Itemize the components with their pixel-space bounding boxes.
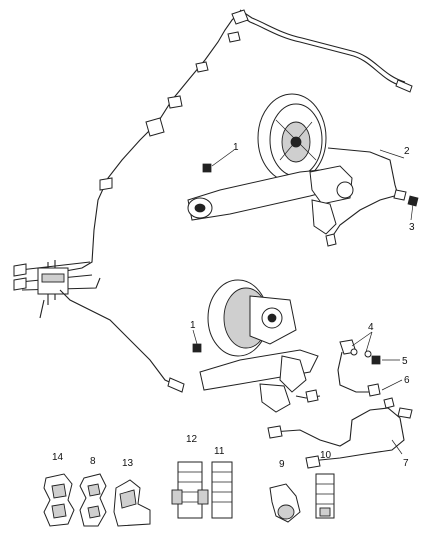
clip-10 <box>315 473 335 519</box>
lower-axle-assembly <box>192 279 395 413</box>
callout-6: 6 <box>404 375 410 386</box>
callout-10: 10 <box>320 450 332 461</box>
callout-5: 5 <box>402 356 408 367</box>
tube-clip-top <box>231 9 249 25</box>
tube-fitting-top-right <box>395 79 413 93</box>
callout-2: 2 <box>404 146 410 157</box>
callout-8: 8 <box>90 456 96 467</box>
callout-3: 3 <box>409 222 415 233</box>
callout-12: 12 <box>186 434 198 445</box>
leader-lines <box>192 149 414 455</box>
callout-labels: 1 1 2 3 4 5 6 7 8 9 10 11 12 13 14 <box>52 142 415 470</box>
clip-11 <box>211 461 233 519</box>
bolt-5 <box>371 355 381 365</box>
callout-1-upper: 1 <box>233 142 239 153</box>
clip-9 <box>269 483 301 523</box>
clip-12 <box>171 461 209 519</box>
callout-14: 14 <box>52 452 64 463</box>
bolt-1-lower <box>192 343 202 353</box>
callout-4: 4 <box>368 322 374 333</box>
callout-7: 7 <box>403 458 409 469</box>
upper-axle-assembly <box>187 93 419 247</box>
callout-13: 13 <box>122 458 134 469</box>
bolt-1-upper <box>202 163 212 173</box>
tube-fitting-bottom-left <box>167 377 185 393</box>
clip-8 <box>79 473 107 527</box>
junction-block <box>13 260 185 393</box>
callout-11: 11 <box>214 446 225 457</box>
clip-13 <box>113 479 151 527</box>
clip-14 <box>43 473 75 527</box>
callout-9: 9 <box>279 459 285 470</box>
callout-1-lower: 1 <box>190 320 196 331</box>
main-brake-tube <box>59 9 413 273</box>
bolt-3 <box>407 195 419 207</box>
brake-hose-7 <box>267 407 413 469</box>
tube-clip-middle <box>145 117 165 137</box>
